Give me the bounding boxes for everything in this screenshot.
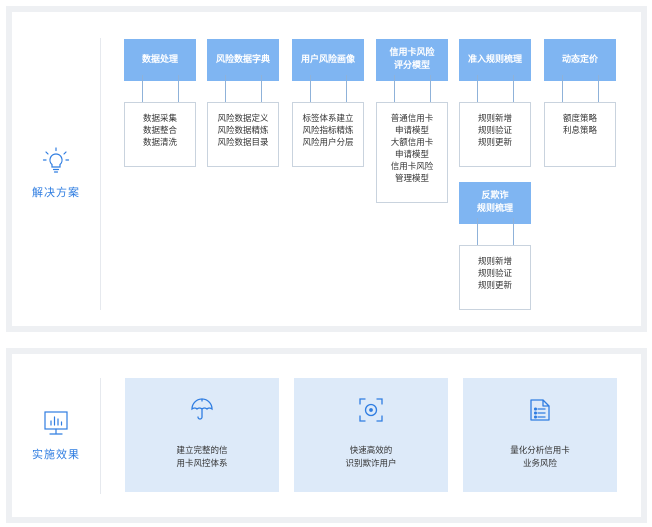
effect-card-fraud-identification: 快速高效的 识别欺诈用户: [294, 378, 448, 492]
connector: [562, 75, 563, 102]
lightbulb-icon: [42, 147, 70, 173]
module-items-data-processing: 数据采集 数据整合 数据清洗: [124, 102, 196, 167]
target-scan-icon: [359, 398, 383, 422]
connector: [430, 75, 431, 102]
connector: [477, 218, 478, 245]
module-items-anti-fraud-rules: 规则新增 规则验证 规则更新: [459, 245, 531, 310]
module-items-credit-card-risk-scoring: 普通信用卡 申请模型 大额信用卡 申请模型 信用卡风险 管理模型: [376, 102, 448, 203]
effect-panel: 实施效果 建立完整的信 用卡风控体系 快速高效的 识别欺诈用户: [6, 348, 647, 523]
connector: [598, 75, 599, 102]
connector: [477, 75, 478, 102]
connector: [225, 75, 226, 102]
solution-divider: [100, 38, 101, 310]
solution-panel: 解决方案 数据处理 数据采集 数据整合 数据清洗 风险数据字典 风险数据定义 风…: [6, 6, 647, 332]
module-items-user-risk-profile: 标签体系建立 风险指标精炼 风险用户分层: [292, 102, 364, 167]
module-header-data-processing: 数据处理: [124, 39, 196, 81]
connector: [178, 75, 179, 102]
module-header-admission-rules: 准入规则梳理: [459, 39, 531, 81]
connector: [513, 218, 514, 245]
effect-card-risk-quantification: 量化分析信用卡 业务风险: [463, 378, 617, 492]
module-items-dynamic-pricing: 额度策略 利息策略: [544, 102, 616, 167]
umbrella-icon: [191, 398, 213, 420]
module-header-user-risk-profile: 用户风险画像: [292, 39, 364, 81]
effect-title: 实施效果: [32, 448, 80, 461]
effect-sidebar: 实施效果: [12, 408, 100, 462]
connector: [346, 75, 347, 102]
document-list-icon: [530, 399, 550, 421]
module-header-credit-card-risk-scoring: 信用卡风险评分模型: [376, 39, 448, 81]
effect-divider: [100, 378, 101, 494]
module-header-risk-data-dictionary: 风险数据字典: [207, 39, 279, 81]
solution-title: 解决方案: [32, 186, 80, 199]
module-header-dynamic-pricing: 动态定价: [544, 39, 616, 81]
connector: [261, 75, 262, 102]
monitor-chart-icon: [44, 411, 68, 435]
connector: [310, 75, 311, 102]
connector: [394, 75, 395, 102]
module-items-risk-data-dictionary: 风险数据定义 风险数据精炼 风险数据目录: [207, 102, 279, 167]
connector: [142, 75, 143, 102]
module-items-admission-rules: 规则新增 规则验证 规则更新: [459, 102, 531, 167]
connector: [513, 75, 514, 102]
module-header-anti-fraud-rules: 反欺诈规则梳理: [459, 182, 531, 224]
solution-sidebar: 解决方案: [12, 146, 100, 200]
effect-card-risk-system: 建立完整的信 用卡风控体系: [125, 378, 279, 492]
